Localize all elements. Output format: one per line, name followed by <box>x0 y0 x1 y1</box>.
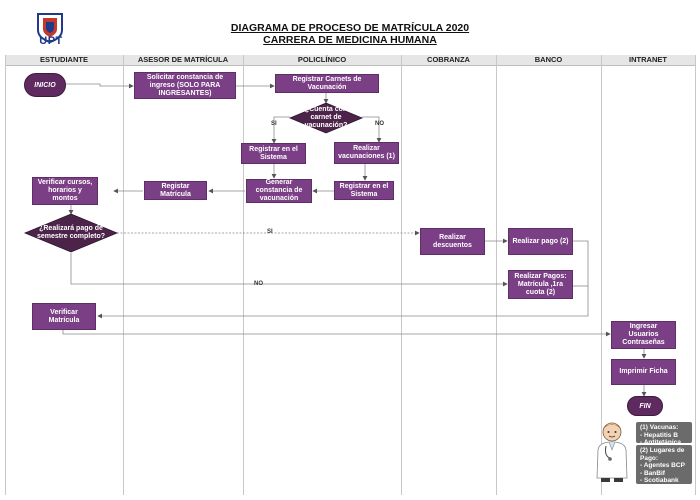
note-pago-item: - Agentes BCP <box>640 462 685 469</box>
edge-label-si: SI <box>267 229 273 235</box>
logo-text: UPT <box>39 35 63 47</box>
lane-divider <box>496 55 497 495</box>
pago-semestre-decision-label: ¿Realizará pago de semestre completo? <box>36 225 106 240</box>
imprimir-ficha-node: Imprimir Ficha <box>611 359 676 385</box>
note-pago-item: - BanBif <box>640 469 665 477</box>
lane-header-policlinico: POLICLÍNICO <box>243 55 401 66</box>
registrar-sistema-node-2: Registrar en el Sistema <box>334 181 394 200</box>
registar-matricula-node: Registar Matrícula <box>144 181 207 200</box>
note-pago-title: (2) Lugares de Pago: <box>640 447 685 462</box>
ingresar-usuarios-node: Ingresar Usuarios Contraseñas <box>611 321 676 349</box>
university-shield-icon <box>37 13 63 44</box>
edge-decision-no-cuota <box>70 253 508 287</box>
lane-header-asesor: ASESOR DE MATRÍCULA <box>123 55 243 66</box>
title-line-2: CARRERA DE MEDICINA HUMANA <box>263 34 437 46</box>
lane-divider <box>401 55 402 495</box>
decision-diamond-pago <box>23 213 119 253</box>
generar-constancia-node: Generar constancia de vacunación <box>246 179 312 203</box>
diagram-title: DIAGRAMA DE PROCESO DE MATRÍCULA 2020 CA… <box>150 22 550 46</box>
realizar-pago-node: Realizar pago (2) <box>508 228 573 255</box>
lane-header-estudiante: ESTUDIANTE <box>5 55 123 66</box>
lane-header-intranet: INTRANET <box>601 55 695 66</box>
lane-divider <box>5 55 6 495</box>
lane-divider <box>123 55 124 495</box>
lane-divider <box>695 55 696 495</box>
solicitar-constancia-node: Solicitar constancia de ingreso (SOLO PA… <box>134 72 236 99</box>
note-lugares-pago: (2) Lugares de Pago: - Agentes BCP - Ban… <box>636 445 692 484</box>
edge-verificar-ingresar <box>62 330 611 337</box>
edge-label-no: NO <box>254 281 263 287</box>
note-vacunas: (1) Vacunas: - Hepatitis B - Antitetánic… <box>636 422 692 446</box>
registrar-sistema-node-1: Registrar en el Sistema <box>241 143 306 164</box>
decision-diamond-carnet <box>288 102 364 134</box>
edge-label-no: NO <box>375 121 384 127</box>
title-line-1: DIAGRAMA DE PROCESO DE MATRÍCULA 2020 <box>230 22 470 34</box>
verificar-matricula-node: Verificar Matrícula <box>32 303 96 330</box>
edge-decision-si <box>271 116 290 144</box>
realizar-pagos-cuota-node: Realizar Pagos: Matrícula ,1ra cuota (2) <box>508 270 573 299</box>
note-vacunas-item: - Hepatitis B <box>640 431 678 439</box>
realizar-descuentos-node: Realizar descuentos <box>420 228 485 255</box>
end-node: FIN <box>627 396 663 416</box>
registrar-carnets-node: Registrar Carnets de Vacunación <box>275 74 379 93</box>
note-pago-item: - Scotiabank <box>640 477 679 484</box>
edge-label-si: SI <box>271 121 277 127</box>
edge-pago-verificar <box>97 240 589 319</box>
start-node: INICIO <box>24 73 66 97</box>
doctor-icon <box>596 422 628 482</box>
lane-divider <box>601 55 602 495</box>
note-vacunas-item: - Antitetánica <box>640 439 681 446</box>
lane-divider <box>243 55 244 495</box>
verificar-cursos-node: Verificar cursos, horarios y montos <box>32 177 98 205</box>
lane-header-cobranza: COBRANZA <box>401 55 496 66</box>
edge-decision-no <box>362 116 382 143</box>
edge-inicio-solicitar <box>64 83 134 89</box>
note-vacunas-title: (1) Vacunas: <box>640 424 679 431</box>
realizar-vacunaciones-node: Realizar vacunaciones (1) <box>334 142 399 164</box>
cuenta-carnet-decision-label: ¿Cuenta con carnet de vacunación? <box>304 106 348 129</box>
lane-header-banco: BANCO <box>496 55 601 66</box>
